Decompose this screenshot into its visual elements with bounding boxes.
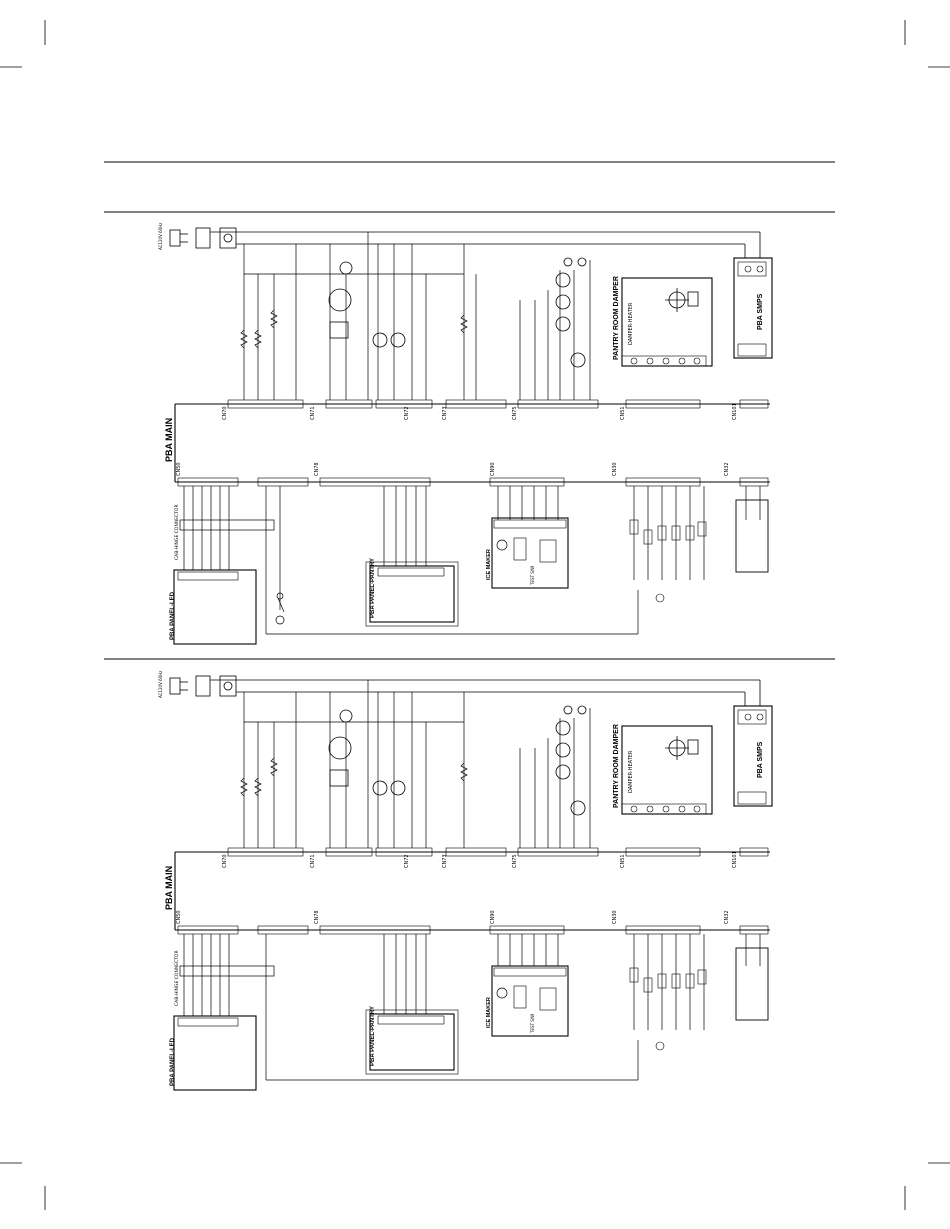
motor-icons (372, 705, 587, 816)
crop-marks (0, 20, 950, 1210)
cab-hinge-label: CAB-HINGE CONNECTOR (174, 950, 180, 1006)
pba-panel-pantry-label: PBA PANEL-PANTRY (370, 558, 376, 618)
pba-smps-box (733, 257, 773, 359)
conn-label: CN50 (176, 910, 182, 924)
compressor-icon (328, 709, 353, 787)
conn-label: CN90 (490, 462, 496, 476)
conn-label: CN71 (310, 854, 316, 868)
pba-smps-box (733, 705, 773, 807)
conn-label: CN50 (176, 462, 182, 476)
sensor-icons (629, 519, 707, 603)
motor-icons (372, 257, 587, 368)
pantry-damper-label: PANTRY ROOM DAMPER (613, 724, 620, 808)
pba-main-outline (174, 403, 770, 483)
pba-panel-led-label: PBA PANEL-LED (170, 591, 176, 640)
ice-maker-group (491, 517, 569, 589)
main-bottom-connectors (177, 477, 769, 487)
test-sw-label: TEST S/W (530, 566, 535, 586)
damper-heater-label: DAMPER-HEATER (628, 750, 634, 793)
cn32-sensor-box (735, 499, 769, 573)
lower-wires (183, 934, 761, 1081)
main-bottom-connectors (177, 925, 769, 935)
pba-smps-label: PBA SMPS (757, 293, 764, 330)
conn-label: CN90 (490, 910, 496, 924)
pantry-damper-box (621, 725, 713, 815)
pba-panel-led-label: PBA PANEL-LED (170, 1037, 176, 1086)
pba-panel-pantry-label: PBA PANEL-PANTRY (370, 1006, 376, 1066)
wiring-diagram-1: AC120V 60Hz (158, 223, 773, 645)
conn-label: CN72 (404, 406, 410, 420)
conn-label: CN32 (724, 910, 730, 924)
pba-main-label: PBA MAIN (164, 866, 174, 910)
damper-motor-icon (665, 288, 699, 312)
power-plug-icon (169, 227, 237, 249)
pba-panel-pantry-group (365, 561, 459, 627)
wiring-diagram-2: AC120V 60Hz (158, 671, 773, 1091)
switch-icon (275, 592, 285, 625)
conn-label: CN51 (620, 854, 626, 868)
heater-resistors (240, 757, 468, 797)
power-bus-lines (210, 679, 761, 723)
conn-label: CN101 (732, 851, 738, 868)
smps-pins (737, 261, 767, 357)
pantry-connector-pins (621, 355, 707, 367)
main-top-connectors (227, 847, 769, 857)
conn-label: CN75 (512, 854, 518, 868)
conn-label: CN78 (314, 910, 320, 924)
sensor-icons (629, 967, 707, 1051)
cab-hinge-label: CAB-HINGE CONNECTOR (174, 504, 180, 560)
heater-resistors (240, 309, 468, 349)
smps-pins (737, 709, 767, 805)
damper-heater-label: DAMPER-HEATER (628, 302, 634, 345)
conn-label: CN32 (724, 462, 730, 476)
pba-panel-led-box (173, 569, 257, 645)
conn-label: CN71 (310, 406, 316, 420)
conn-label: CN51 (620, 406, 626, 420)
conn-label: CN70 (222, 854, 228, 868)
pba-panel-led-box (173, 1015, 257, 1091)
pantry-damper-label: PANTRY ROOM DAMPER (613, 276, 620, 360)
conn-label: CN30 (612, 910, 618, 924)
cab-hinge-connector (179, 519, 275, 531)
lower-wires (183, 486, 761, 635)
header-rules (104, 161, 835, 660)
pantry-connector-pins (621, 803, 707, 815)
conn-label: CN73 (442, 406, 448, 420)
pba-panel-pantry-group (365, 1009, 459, 1075)
ice-maker-label: ICE MAKER (486, 997, 492, 1028)
power-bus-lines (210, 231, 761, 275)
wire-drops (243, 680, 591, 848)
power-cord-label: AC120V 60Hz (158, 671, 163, 698)
power-plug-icon (169, 675, 237, 697)
conn-label: CN73 (442, 854, 448, 868)
conn-label: CN78 (314, 462, 320, 476)
power-cord-label: AC120V 60Hz (158, 223, 163, 250)
pantry-damper-box (621, 277, 713, 367)
main-top-connectors (227, 399, 769, 409)
ice-maker-label: ICE MAKER (486, 549, 492, 580)
cab-hinge-connector (179, 965, 275, 977)
pba-main-label: PBA MAIN (164, 418, 174, 462)
conn-label: CN30 (612, 462, 618, 476)
conn-label: CN70 (222, 406, 228, 420)
conn-label: CN75 (512, 406, 518, 420)
pba-main-outline (174, 851, 770, 931)
wire-drops (243, 232, 591, 400)
conn-label: CN101 (732, 403, 738, 420)
conn-label: CN72 (404, 854, 410, 868)
ice-maker-group (491, 965, 569, 1037)
pba-smps-label: PBA SMPS (757, 741, 764, 778)
test-sw-label: TEST S/W (530, 1014, 535, 1034)
compressor-icon (328, 261, 353, 339)
damper-motor-icon (665, 736, 699, 760)
cn32-sensor-box (735, 947, 769, 1021)
